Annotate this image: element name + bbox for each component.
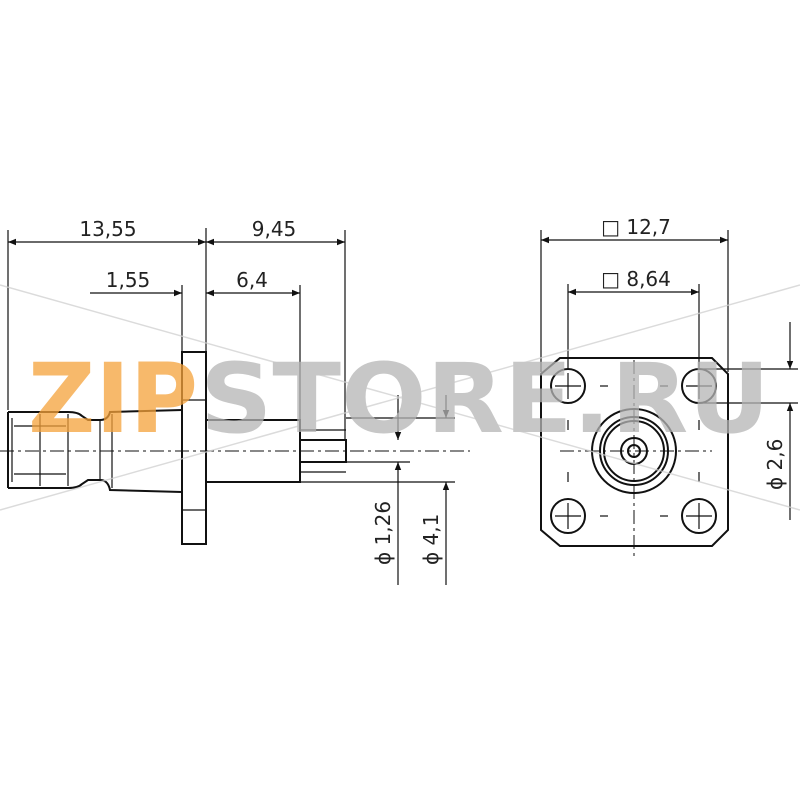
dim-pin-length: 6,4 xyxy=(236,268,268,292)
side-dimension-lines xyxy=(8,238,450,585)
watermark: ZIP STORE.RU xyxy=(0,284,800,511)
dim-flange-to-pin: 9,45 xyxy=(252,217,297,241)
flange xyxy=(181,351,207,545)
dim-insulator-diameter: ϕ 4,1 xyxy=(419,514,443,565)
front-dimension-lines xyxy=(540,230,798,520)
dim-hole-diameter: ϕ 2,6 xyxy=(763,439,787,490)
dim-flange-thickness: 1,55 xyxy=(106,268,151,292)
dim-overall-length: 13,55 xyxy=(79,217,136,241)
dim-flange-square: □ 12,7 xyxy=(601,215,671,239)
dim-pin-diameter: ϕ 1,26 xyxy=(371,501,395,565)
mounting-holes xyxy=(550,368,717,534)
watermark-store: STORE.RU xyxy=(200,343,770,455)
dim-hole-spacing: □ 8,64 xyxy=(601,267,671,291)
side-view xyxy=(0,351,470,545)
front-view xyxy=(540,357,729,558)
flange-square xyxy=(540,357,729,547)
watermark-zip: ZIP xyxy=(28,343,198,455)
side-extension-lines xyxy=(7,228,455,483)
